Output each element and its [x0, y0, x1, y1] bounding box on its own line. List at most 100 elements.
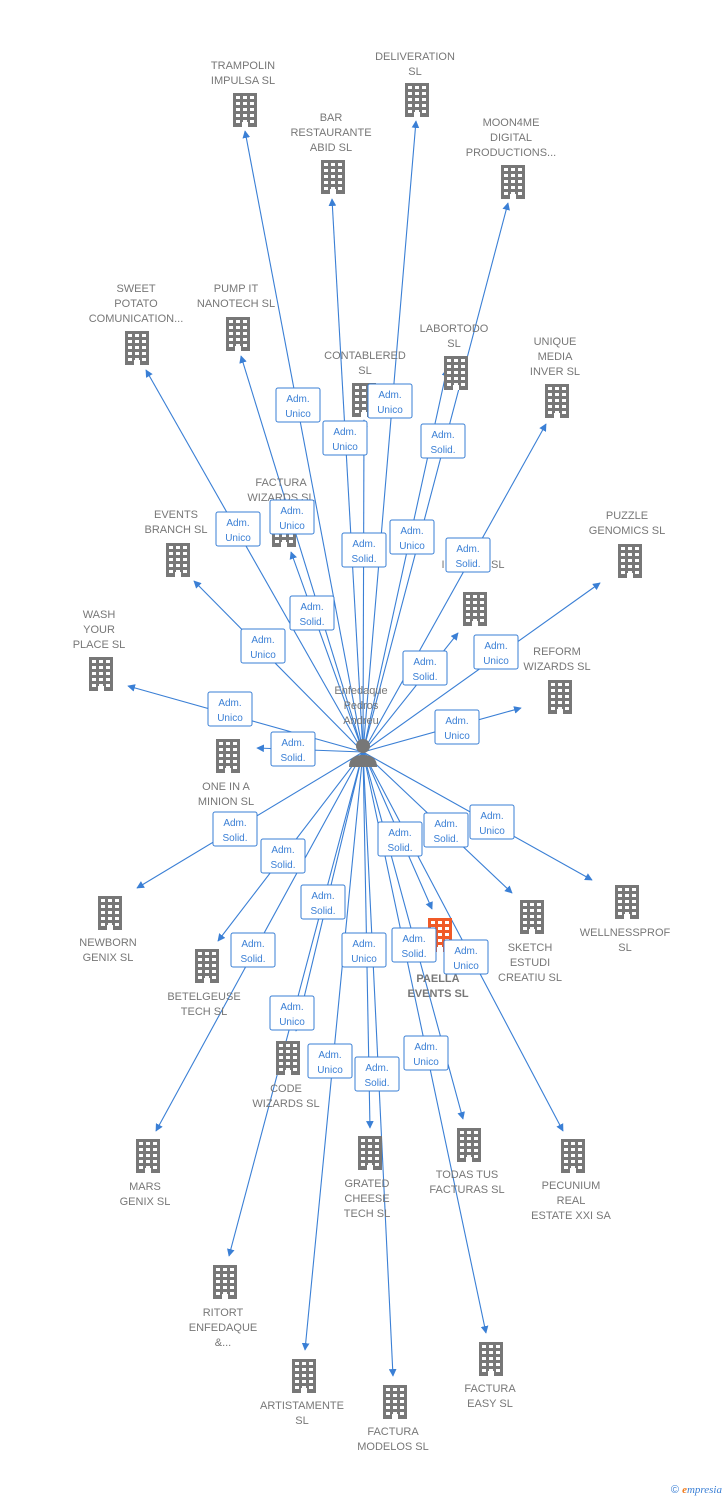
company-name-line: WIZARDS SL — [252, 1098, 319, 1110]
edge-label-line: Adm. — [271, 845, 294, 856]
edge-label-line: Unico — [479, 826, 505, 837]
edge-label-grated[interactable]: Adm.Unico — [341, 932, 387, 968]
edge-label-line: Adm. — [414, 1042, 437, 1053]
company-name-line: PUMP IT — [214, 283, 259, 295]
edge-label-line: Unico — [377, 405, 403, 416]
edge-label-line: Solid. — [364, 1078, 389, 1089]
edge-label-ritort[interactable]: Adm.Unico — [269, 995, 315, 1031]
edge-label-line: Unico — [444, 731, 470, 742]
edge-label-pecunium[interactable]: Adm.Solid. — [391, 927, 437, 963]
company-name-line: GRATED — [344, 1178, 389, 1190]
edge-label-sweet[interactable]: Adm.Unico — [215, 511, 261, 547]
edge-label-factura_wizards[interactable]: Adm.Solid. — [289, 595, 335, 631]
company-node-ritort[interactable]: RITORTENFEDAQUE&... — [189, 1265, 257, 1349]
building-icon — [216, 739, 240, 773]
edge-label-one[interactable]: Adm.Solid. — [270, 731, 316, 767]
center-name-line-1: Enfedaque — [334, 685, 387, 697]
edge-label-todas[interactable]: Adm.Unico — [443, 939, 489, 975]
building-icon — [89, 657, 113, 691]
edge-label-line: Unico — [279, 1017, 305, 1028]
building-icon — [195, 949, 219, 983]
edge-label-betelgeuse[interactable]: Adm.Solid. — [260, 838, 306, 874]
company-name-line: RESTAURANTE — [290, 127, 371, 139]
company-name-line: SL — [358, 365, 371, 377]
building-icon — [618, 544, 642, 578]
edge-label-puzzle[interactable]: Adm.Unico — [473, 634, 519, 670]
edge-label-deliveration[interactable]: Adm. Unico — [367, 383, 413, 419]
company-node-sweet[interactable]: SWEETPOTATOCOMUNICATION... — [89, 283, 184, 365]
edge-events_branch — [193, 580, 364, 753]
edge-label-trampolin[interactable]: Adm.Unico — [275, 387, 321, 423]
edge-label-line: Solid. — [433, 834, 458, 845]
brand-initial: e — [682, 1484, 687, 1496]
edge-label-wash[interactable]: Adm.Unico — [207, 691, 253, 727]
edge-label-reform[interactable]: Adm.Unico — [434, 709, 480, 745]
edge-label-paella[interactable]: Adm.Solid. — [377, 821, 423, 857]
edge-label-newborn[interactable]: Adm.Solid. — [212, 811, 258, 847]
edge-label-bar[interactable]: Adm.Unico — [322, 420, 368, 456]
company-name-line: MARS — [129, 1181, 161, 1193]
company-name-line: ESTUDI — [510, 957, 550, 969]
edge-label-line: Unico — [285, 409, 311, 420]
brand-logo[interactable]: empresia — [682, 1484, 722, 1496]
edge-label-line: Adm. — [413, 657, 436, 668]
edge-label-pumpit[interactable]: Adm.Unico — [269, 499, 315, 535]
edge-label-line: Unico — [399, 541, 425, 552]
company-name-line: SL — [447, 338, 460, 350]
edge-label-code[interactable]: Adm.Solid. — [300, 884, 346, 920]
company-name-line: GENOMICS SL — [589, 525, 665, 537]
edge-label-wellness[interactable]: Adm.Unico — [469, 804, 515, 840]
company-name-line: TRAMPOLIN — [211, 60, 275, 72]
edge-bar — [328, 198, 364, 753]
edge-moon4me — [362, 202, 510, 753]
edge-label-contablered[interactable]: Adm.Solid. — [341, 532, 387, 568]
building-icon — [463, 592, 487, 626]
edge-label-mars[interactable]: Adm.Solid. — [230, 932, 276, 968]
edge-label-factura_easy[interactable]: Adm.Unico — [403, 1035, 449, 1071]
edge-label-factura_modelos[interactable]: Adm.Solid. — [354, 1056, 400, 1092]
company-name-line: TECH SL — [181, 1006, 227, 1018]
company-name-line: GENIX SL — [83, 952, 134, 964]
edge-label-unique[interactable]: Adm.Solid. — [445, 537, 491, 573]
edge-label-idiomes[interactable]: Adm.Solid. — [402, 650, 448, 686]
edge-label-moon4me[interactable]: Adm.Unico — [389, 519, 435, 555]
company-name-line: DELIVERATION — [375, 51, 455, 63]
edge-label-sketch[interactable]: Adm.Solid. — [423, 812, 469, 848]
company-name-line: REFORM — [533, 646, 581, 658]
center-person-node[interactable]: Enfedaque Pedros Andreu — [334, 685, 388, 767]
company-name-line: FACTURAS SL — [429, 1184, 504, 1196]
edge-label-artistamente[interactable]: Adm.Unico — [307, 1043, 353, 1079]
edge-label-events_branch[interactable]: Adm.Unico — [240, 628, 286, 664]
edge-label-labortodo[interactable]: Adm.Solid. — [420, 423, 466, 459]
company-node-moon4me[interactable]: MOON4MEDIGITALPRODUCTIONS... — [466, 117, 556, 199]
company-name-line: RITORT — [203, 1307, 244, 1319]
company-name-line: SWEET — [116, 283, 155, 295]
edge-label-line: Solid. — [351, 554, 376, 565]
company-name-line: BAR — [320, 112, 343, 124]
edge-label-line: Adm. — [378, 390, 401, 401]
